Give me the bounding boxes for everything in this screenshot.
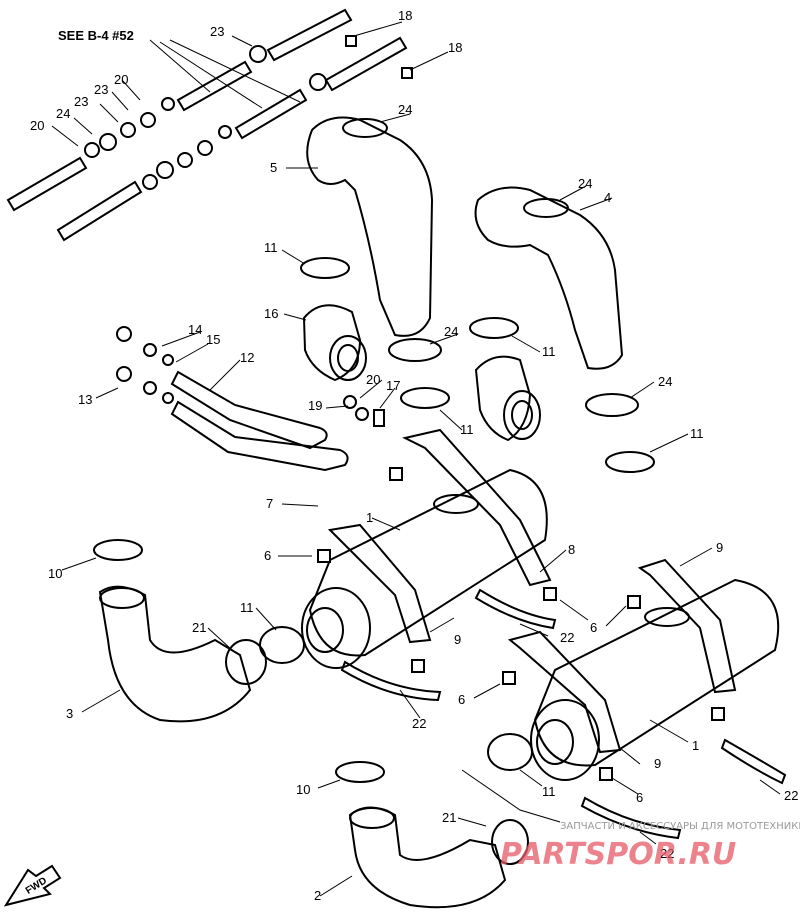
callout-8: 8 [568,542,575,557]
callout-1: 1 [692,738,699,753]
callout-22: 22 [784,788,798,803]
callout-5: 5 [270,160,277,175]
exhaust-pipe-4 [474,186,624,370]
callout-23: 23 [94,82,108,97]
callout-9: 9 [716,540,723,555]
watermark-caption: ЗАПЧАСТИ И АКСЕССУАРЫ ДЛЯ МОТОТЕХНИКИ [560,821,800,832]
callout-21: 21 [442,810,456,825]
hose-fittings-upper [84,35,413,190]
exhaust-pipe-2 [348,806,529,909]
callout-2: 2 [314,888,321,903]
elbow-16-right [474,355,541,442]
forward-direction-arrow: FWD [3,864,62,907]
callout-14: 14 [188,322,202,337]
elbow-16-left [302,304,367,382]
leader-lines [51,21,781,897]
callout-4: 4 [604,190,611,205]
callout-23: 23 [74,94,88,109]
callout-24: 24 [398,102,412,117]
see-reference-note: SEE B-4 #52 [58,28,134,43]
hose-clamps [93,118,655,783]
water-hose-upper [6,8,408,242]
callout-1: 1 [366,510,373,525]
callout-21: 21 [192,620,206,635]
callout-6: 6 [264,548,271,563]
watermark-logo: PARTSPOR.RU [500,837,736,872]
callout-20: 20 [30,118,44,133]
callout-22: 22 [660,846,674,861]
callout-15: 15 [206,332,220,347]
exhaust-pipe-3 [98,585,267,723]
callout-11: 11 [460,422,474,437]
callout-3: 3 [66,706,73,721]
callout-6: 6 [590,620,597,635]
callout-7: 7 [266,496,273,511]
callout-10: 10 [48,566,62,581]
callout-19: 19 [308,398,322,413]
fwd-label: FWD [24,875,49,896]
drain-hoses-12 [116,326,385,472]
muffler-1-left [301,428,552,669]
callout-24: 24 [444,324,458,339]
callout-6: 6 [458,692,465,707]
callout-18: 18 [448,40,462,55]
straps-22 [340,588,787,840]
callout-11: 11 [240,600,254,615]
callout-18: 18 [398,8,412,23]
callout-6: 6 [636,790,643,805]
callout-20: 20 [366,372,380,387]
callout-23: 23 [210,24,224,39]
callout-11: 11 [542,784,556,799]
callout-16: 16 [264,306,278,321]
callout-24: 24 [56,106,70,121]
watermark: ЗАПЧАСТИ И АКСЕССУАРЫ ДЛЯ МОТОТЕХНИКИ PA… [500,821,800,872]
callout-13: 13 [78,392,92,407]
nuts-6 [317,467,725,781]
callout-11: 11 [690,426,704,441]
callout-17: 17 [386,378,400,393]
callout-22: 22 [412,716,426,731]
callout-22: 22 [560,630,574,645]
callout-10: 10 [296,782,310,797]
callout-24: 24 [658,374,672,389]
callout-24: 24 [578,176,592,191]
part-callouts: 20 24 23 20 23 23 18 18 24 5 24 4 11 16 … [30,8,798,903]
callout-9: 9 [654,756,661,771]
callout-20: 20 [114,72,128,87]
callout-12: 12 [240,350,254,365]
callout-9: 9 [454,632,461,647]
exhaust-pipe-5 [306,116,434,337]
callout-11: 11 [264,240,278,255]
muffler-1-right [507,558,780,781]
callout-11: 11 [542,344,556,359]
